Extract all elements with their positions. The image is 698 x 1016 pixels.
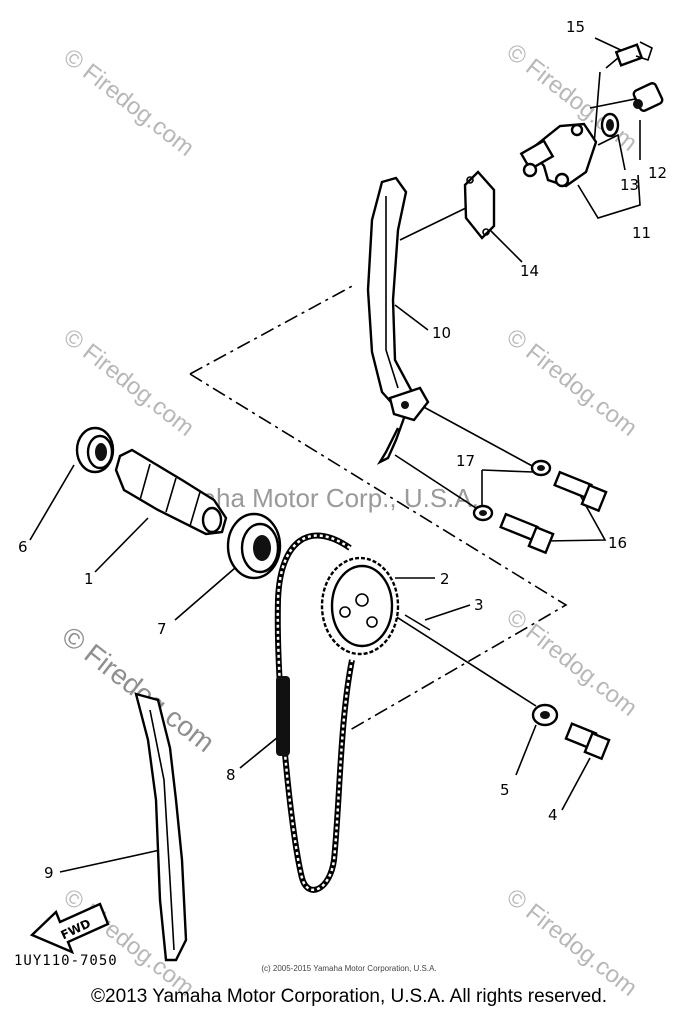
bolt-part-16 [499, 470, 608, 555]
leader-lines [29, 37, 641, 873]
label-16: 16 [608, 534, 627, 552]
washer-part-5 [531, 703, 559, 727]
label-6: 6 [18, 538, 28, 556]
sprocket-part-2 [320, 556, 400, 656]
camshaft-part-1 [114, 448, 228, 536]
watermark-text: © Firedog.com [58, 323, 199, 441]
tensioner-part-11 [519, 122, 598, 188]
label-17: 17 [456, 452, 475, 470]
label-12: 12 [648, 164, 667, 182]
assembly-frame [189, 283, 568, 731]
bolt-part-15 [605, 41, 653, 69]
washer-part-17 [472, 459, 552, 522]
watermark-text: © Firedog.com [501, 883, 642, 1001]
label-1: 1 [84, 570, 94, 588]
label-15: 15 [566, 18, 585, 36]
label-7: 7 [157, 620, 167, 638]
diagram-code: 1UY110-7050 [14, 953, 118, 969]
label-9: 9 [44, 864, 54, 882]
watermark-text: © Firedog.com [58, 43, 199, 161]
bolt-part-4 [564, 722, 611, 761]
small-copyright: (c) 2005-2015 Yamaha Motor Corporation, … [261, 964, 437, 973]
pin-part-3 [404, 614, 431, 631]
label-14: 14 [520, 262, 539, 280]
footer-copyright: ©2013 Yamaha Motor Corporation, U.S.A. A… [91, 986, 607, 1007]
bearing-part-6 [75, 426, 115, 474]
plug-part-12 [632, 82, 664, 112]
label-4: 4 [548, 806, 558, 824]
bearing-part-7 [226, 512, 282, 580]
label-10: 10 [432, 324, 451, 342]
cam-chain-part-8 [274, 532, 355, 893]
callout-labels: 15 12 13 11 14 10 17 16 6 1 7 2 3 5 4 8 … [18, 18, 667, 882]
label-8: 8 [226, 766, 236, 784]
label-11: 11 [632, 224, 651, 242]
guide-part-10 [366, 176, 430, 465]
label-5: 5 [500, 781, 510, 799]
watermark-text: © Firedog.com [56, 620, 220, 758]
gasket-part-13 [600, 112, 620, 138]
label-13: 13 [620, 176, 639, 194]
watermark-text: © Firedog.com [501, 603, 642, 721]
label-2: 2 [440, 570, 450, 588]
gasket-part-14 [463, 170, 496, 240]
chain-guide-part-9 [134, 692, 188, 962]
watermark-text: © Firedog.com [501, 323, 642, 441]
label-3: 3 [474, 596, 484, 614]
